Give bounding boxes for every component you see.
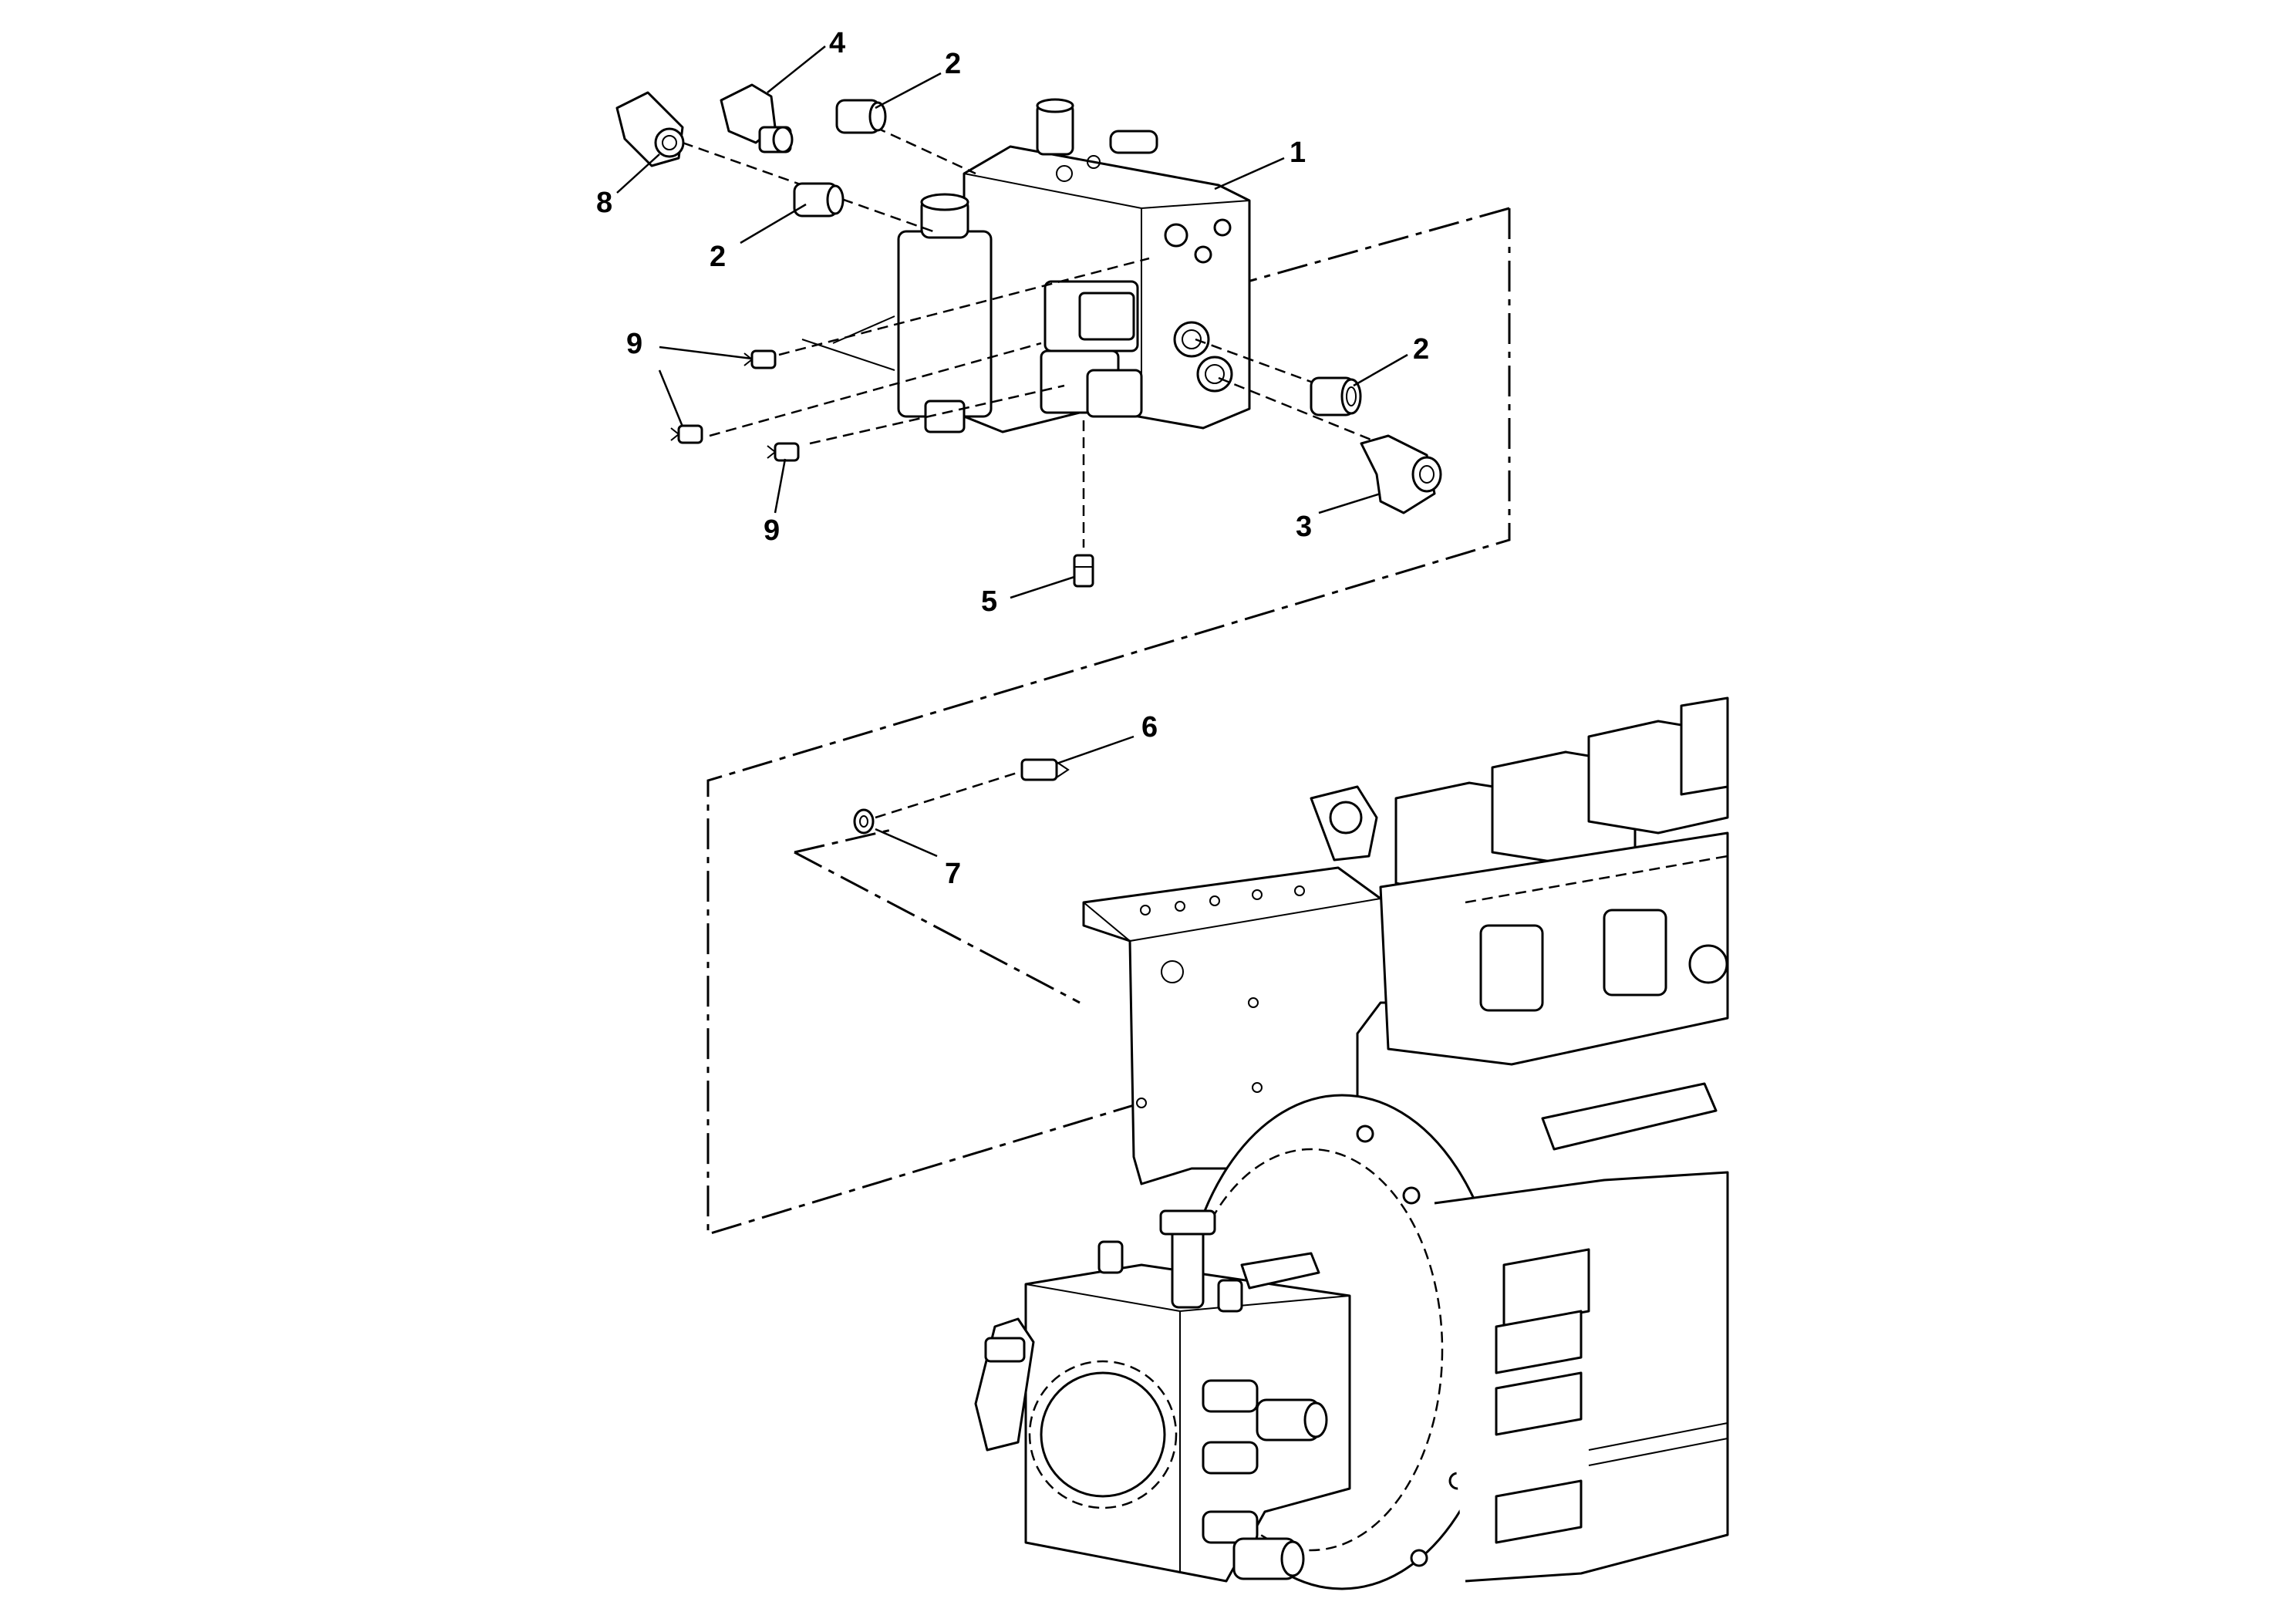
leader-9c (774, 458, 787, 514)
plug-9-lower (767, 442, 800, 462)
leader-7 (875, 828, 938, 858)
callout-labels: 1 2 2 2 3 4 5 6 7 8 9 9 9 (596, 27, 1429, 890)
callout-2-top: 2 (945, 48, 961, 80)
valve-assembly-centerlines (682, 126, 1381, 548)
leader-2b (740, 203, 807, 244)
plug-9-lower-left (670, 424, 703, 444)
callout-8: 8 (596, 187, 612, 219)
callout-1: 1 (1290, 137, 1306, 169)
engine-assembly (1178, 696, 1729, 1590)
washer-7 (853, 808, 875, 835)
callout-2-right: 2 (1413, 333, 1429, 366)
fitting-adapter-2-right (1310, 376, 1362, 416)
leader-2a (875, 72, 942, 110)
leader-2c (1353, 353, 1408, 387)
plug-9-upper (743, 349, 777, 369)
leader-9a (659, 346, 753, 360)
callout-7: 7 (945, 858, 961, 890)
leader-8 (616, 153, 660, 194)
callout-9-upper: 9 (626, 328, 642, 360)
leader-6 (1056, 735, 1135, 765)
callout-5: 5 (981, 585, 997, 618)
valve-manifold-assembly (897, 98, 1251, 433)
leader-4 (767, 46, 826, 93)
hydraulic-pump-block (974, 1209, 1351, 1583)
fitting-6-centerline (875, 770, 1023, 819)
callout-6: 6 (1141, 711, 1158, 744)
callout-3: 3 (1296, 511, 1312, 543)
mounting-phantom-outline (706, 207, 1511, 1236)
fitting-adapter-2-top (835, 99, 887, 134)
leader-5 (1010, 575, 1075, 599)
callout-4: 4 (829, 27, 845, 59)
leader-9b (658, 369, 684, 427)
fitting-elbow-3 (1360, 434, 1442, 514)
leader-1 (1214, 157, 1285, 191)
callout-2-left: 2 (710, 241, 726, 273)
leader-3 (1318, 492, 1381, 514)
fitting-6 (1020, 758, 1070, 781)
fitting-elbow-8 (615, 91, 685, 167)
callout-9-lower: 9 (764, 514, 780, 547)
fitting-adapter-2-left (793, 182, 845, 218)
fitting-5 (1073, 554, 1094, 588)
callout-leader-lines (616, 46, 1408, 858)
fitting-elbow-4 (720, 83, 794, 153)
